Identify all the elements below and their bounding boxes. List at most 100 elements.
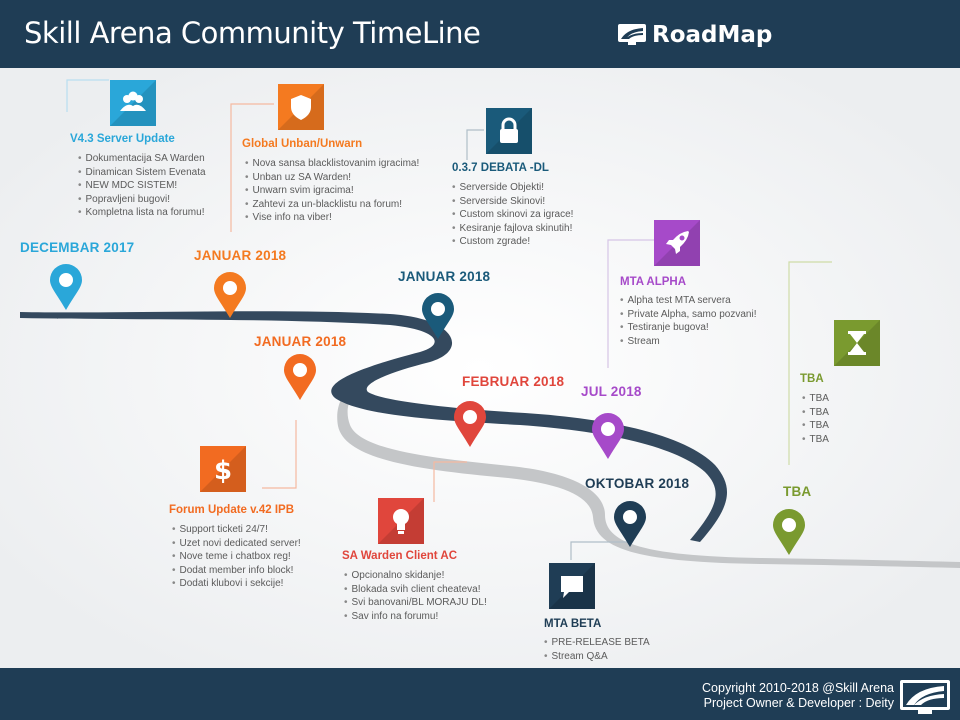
list-item: Stream bbox=[620, 335, 756, 349]
list-item: Stream Q&A bbox=[544, 650, 650, 664]
milestone-5-list: Opcionalno skidanje! Blokada svih client… bbox=[344, 569, 487, 623]
list-item: NEW MDC SISTEM! bbox=[78, 179, 206, 193]
list-item: Vise info na viber! bbox=[245, 211, 419, 225]
milestone-1-date: DECEMBAR 2017 bbox=[20, 240, 135, 255]
milestone-6-icon-box bbox=[654, 220, 700, 266]
milestone-2-list: Nova sansa blacklistovanim igracima! Unb… bbox=[245, 157, 420, 225]
list-item: Nova sansa blacklistovanim igracima! bbox=[245, 157, 420, 171]
milestone-4-list: Support ticketi 24/7! Uzet novi dedicate… bbox=[172, 523, 301, 591]
milestone-2-icon-box bbox=[278, 84, 324, 130]
roadmap-logo-icon bbox=[618, 24, 646, 45]
milestone-2-date: JANUAR 2018 bbox=[194, 248, 287, 263]
footer-credits: Copyright 2010-2018 @Skill Arena Project… bbox=[702, 681, 894, 711]
rocket-icon bbox=[654, 220, 700, 266]
brand-name: RoadMap bbox=[652, 22, 773, 48]
list-item: Nove teme i chatbox reg! bbox=[172, 550, 301, 564]
milestone-1-list: Dokumentacija SA Warden Dinamican Sistem… bbox=[78, 152, 206, 220]
roadmap-logo-icon bbox=[900, 680, 950, 714]
connector-milestone-2 bbox=[230, 103, 274, 232]
milestone-5-date: FEBRUAR 2018 bbox=[462, 374, 565, 389]
list-item: Sav info na forumu! bbox=[344, 610, 487, 624]
list-item: TBA bbox=[802, 433, 829, 447]
milestone-3-list: Serverside Objekti! Serverside Skinovi! … bbox=[452, 181, 574, 249]
list-item: Kompletna lista na forumu! bbox=[78, 206, 206, 220]
milestone-7-title: MTA BETA bbox=[544, 618, 602, 630]
list-item: Popravljeni bugovi! bbox=[78, 193, 206, 207]
milestone-7-date: OKTOBAR 2018 bbox=[585, 476, 690, 491]
header-bar: Skill Arena Community TimeLine RoadMap bbox=[0, 0, 960, 68]
milestone-8-icon-box bbox=[834, 320, 880, 366]
footer-copyright: Copyright 2010-2018 @Skill Arena bbox=[702, 681, 894, 695]
connector-milestone-5 bbox=[433, 461, 467, 502]
list-item: Kesiranje fajlova skinutih! bbox=[452, 222, 573, 236]
list-item: PRE-RELEASE BETA bbox=[544, 636, 650, 650]
connector-lines bbox=[66, 79, 832, 560]
map-pin-icon bbox=[614, 501, 646, 547]
list-item: Serverside Skinovi! bbox=[452, 195, 573, 209]
list-item: Dodat member info block! bbox=[172, 564, 301, 578]
map-pin-icon bbox=[422, 293, 454, 339]
milestone-5-icon-box bbox=[378, 498, 424, 544]
milestone-4-icon-box: $ bbox=[200, 446, 246, 492]
list-item: Blokada svih client cheateva! bbox=[344, 583, 487, 597]
hourglass-icon bbox=[834, 320, 880, 366]
milestone-8-list: TBA TBA TBA TBA bbox=[802, 392, 829, 446]
milestone-5-title: SA Warden Client AC bbox=[342, 550, 458, 562]
milestone-8-title: TBA bbox=[800, 373, 824, 385]
list-item: Zahtevi za un-blacklistu na forum! bbox=[245, 198, 419, 212]
connector-milestone-3 bbox=[466, 129, 484, 160]
milestone-3-date: JANUAR 2018 bbox=[398, 269, 491, 284]
users-icon bbox=[110, 80, 156, 126]
list-item: TBA bbox=[802, 392, 829, 406]
list-item: Testiranje bugova! bbox=[620, 321, 756, 335]
lock-icon bbox=[486, 108, 532, 154]
map-pin-icon bbox=[214, 272, 246, 318]
milestone-4-date: JANUAR 2018 bbox=[254, 334, 347, 349]
timeline-canvas bbox=[0, 68, 960, 668]
milestone-3-title: 0.3.7 DEBATA -DL bbox=[452, 162, 549, 174]
connector-milestone-4 bbox=[262, 420, 297, 489]
shield-icon bbox=[278, 84, 324, 130]
milestone-1-icon-box bbox=[110, 80, 156, 126]
milestone-4-title: Forum Update v.42 IPB bbox=[169, 504, 295, 516]
map-pin-icon bbox=[284, 354, 316, 400]
connector-milestone-6 bbox=[607, 239, 654, 368]
list-item: Dokumentacija SA Warden bbox=[78, 152, 206, 166]
list-item: TBA bbox=[802, 406, 829, 420]
list-item: Dinamican Sistem Evenata bbox=[78, 166, 206, 180]
milestone-6-date: JUL 2018 bbox=[581, 384, 642, 399]
map-pin-icon bbox=[773, 509, 805, 555]
page-title: Skill Arena Community TimeLine bbox=[24, 16, 481, 50]
milestone-6-title: MTA ALPHA bbox=[620, 276, 687, 288]
list-item: Unwarn svim igracima! bbox=[245, 184, 419, 198]
brand: RoadMap bbox=[617, 20, 772, 50]
footer-developer: Project Owner & Developer : Deity bbox=[703, 696, 894, 710]
list-item: Uzet novi dedicated server! bbox=[172, 537, 301, 551]
milestone-7-icon-box bbox=[549, 563, 595, 609]
list-item: Dodati klubovi i sekcije! bbox=[172, 577, 301, 591]
chat-icon bbox=[549, 563, 595, 609]
svg-text:$: $ bbox=[214, 456, 232, 486]
list-item: Serverside Objekti! bbox=[452, 181, 573, 195]
milestone-2-title: Global Unban/Unwarn bbox=[242, 138, 363, 150]
milestone-6-list: Alpha test MTA servera Private Alpha, sa… bbox=[620, 294, 757, 349]
road-dark-lane bbox=[20, 311, 727, 542]
milestone-1-title: V4.3 Server Update bbox=[70, 133, 175, 145]
list-item: Support ticketi 24/7! bbox=[172, 523, 301, 537]
list-item: Opcionalno skidanje! bbox=[344, 569, 487, 583]
milestone-7-list: PRE-RELEASE BETA Stream Q&A bbox=[544, 636, 650, 663]
connector-milestone-7 bbox=[570, 541, 628, 560]
map-pin-icon bbox=[50, 264, 82, 310]
list-item: Alpha test MTA servera bbox=[620, 294, 756, 308]
list-item: Custom skinovi za igrace! bbox=[452, 208, 574, 222]
milestone-3-icon-box bbox=[486, 108, 532, 154]
milestone-8-date: TBA bbox=[783, 484, 812, 499]
connector-milestone-8 bbox=[788, 261, 832, 465]
connector-milestone-1 bbox=[66, 79, 109, 112]
list-item: Private Alpha, samo pozvani! bbox=[620, 308, 757, 322]
dollar-icon: $ bbox=[200, 446, 246, 492]
lightbulb-icon bbox=[378, 498, 424, 544]
list-item: Svi banovani/BL MORAJU DL! bbox=[344, 596, 487, 610]
map-pin-icon bbox=[454, 401, 486, 447]
list-item: Unban uz SA Warden! bbox=[245, 171, 419, 185]
